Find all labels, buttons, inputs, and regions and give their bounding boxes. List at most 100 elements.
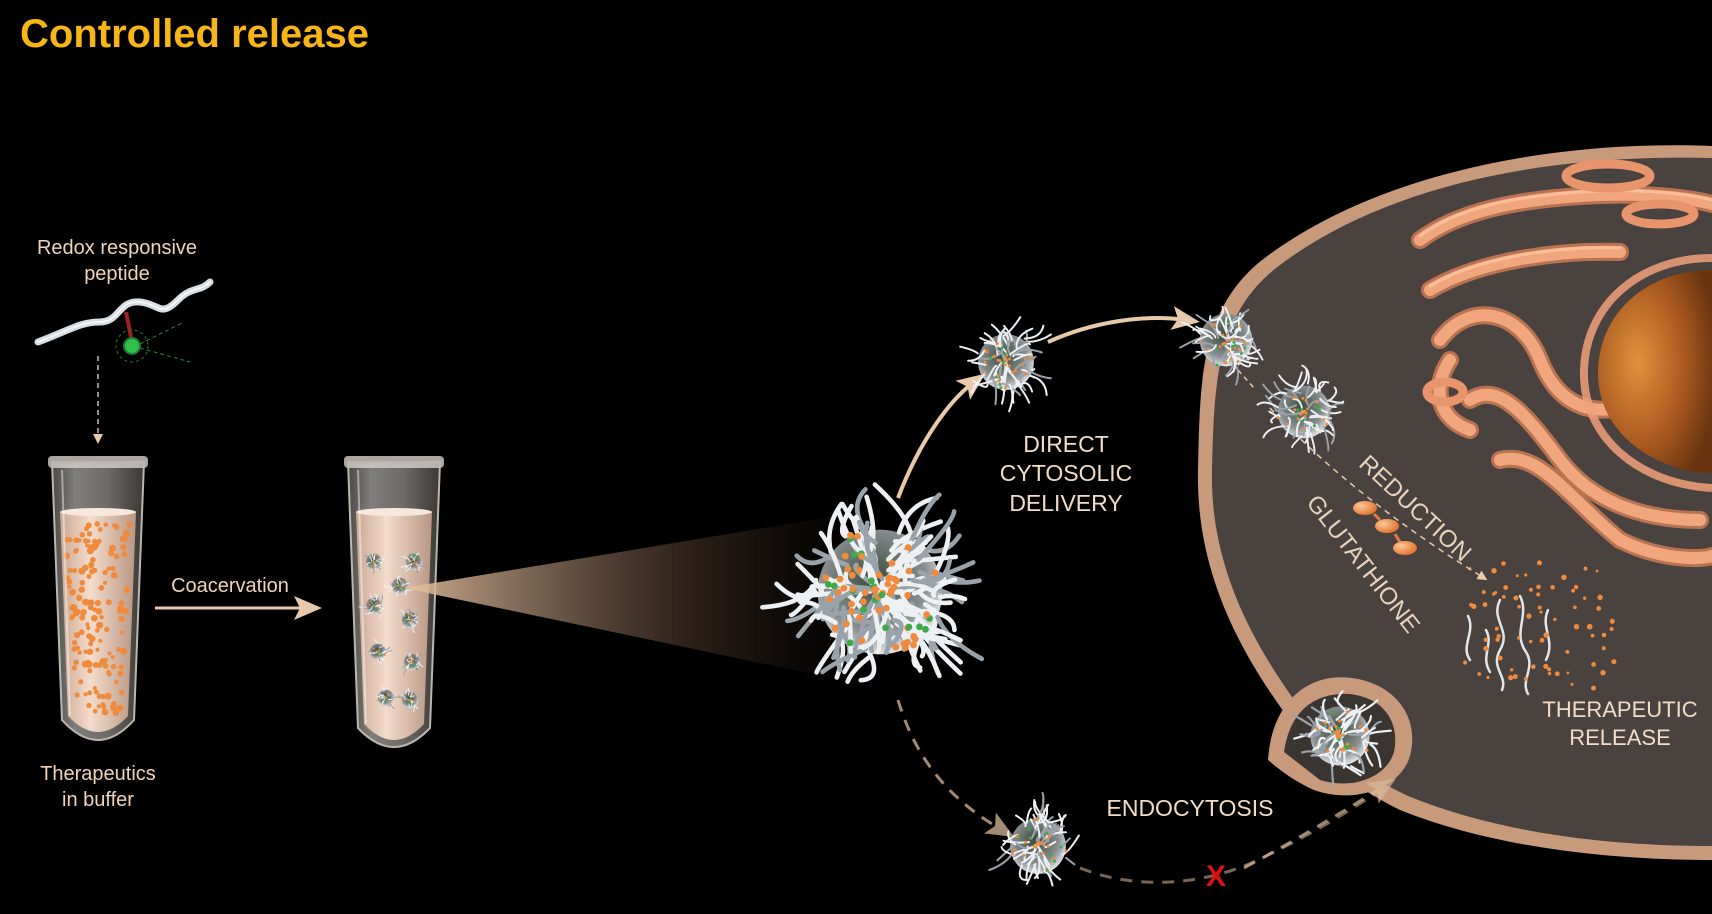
coacervate-droplet-endocytosis [988,791,1080,887]
droplet [96,662,103,668]
droplet [1609,618,1615,624]
therapeutic-droplets [63,521,133,717]
droplet [74,692,80,698]
droplet [71,665,77,671]
coacervate-droplet-small [398,687,422,713]
droplet [1483,645,1489,652]
droplet [87,599,95,606]
droplet [110,565,116,571]
droplet [1529,639,1533,644]
droplet [73,548,79,554]
endocytosis-arrow-3 [1243,778,1396,870]
droplet [1550,584,1555,590]
droplet [100,693,106,700]
droplet [1591,662,1596,667]
droplet [118,664,125,670]
droplet [78,679,84,685]
droplet [104,710,109,715]
droplet [123,536,128,542]
droplet [110,663,117,670]
droplet [1536,592,1541,597]
droplet [117,609,122,614]
droplet [78,629,85,636]
droplet [102,569,108,576]
coacervate-droplet-small [400,552,428,574]
droplet [1553,617,1557,622]
droplet [1482,602,1488,607]
direct-delivery-label-line2: CYTOSOLIC [999,460,1133,487]
nucleus [1597,270,1712,474]
droplet [114,679,119,684]
droplet [1554,671,1560,677]
coacervate-droplet-endosome [1291,690,1392,788]
droplet [119,630,124,635]
droplet [83,692,88,697]
droplet [116,647,122,652]
droplet [86,574,92,579]
droplet [95,608,103,615]
droplet [1583,566,1588,571]
droplet [1573,624,1580,630]
droplet [1515,574,1519,578]
coacervate-droplet-small [358,593,385,619]
redox-peptide-label-line1: Redox responsive [36,237,198,259]
droplet [95,647,100,652]
droplet [1513,595,1519,601]
droplet [1543,632,1549,638]
therapeutic-release-label-line2: RELEASE [1569,725,1671,751]
droplet [1496,634,1501,639]
droplet [110,655,115,660]
droplet [94,521,100,527]
droplet [122,529,130,538]
droplet [69,614,76,620]
droplet [1601,646,1606,651]
droplet [64,575,71,581]
droplet [86,633,93,640]
droplet [1573,605,1577,610]
droplet [1595,569,1599,573]
coacervate-droplet-small [364,553,385,574]
droplet [1539,610,1543,614]
droplet [84,543,90,548]
droplet [98,638,103,643]
droplet [95,628,100,633]
page-title: Controlled release [20,12,370,56]
coacervate-droplet-small [400,608,419,633]
reduction-arrow [1269,407,1488,581]
droplet [113,524,120,530]
coacervate-droplet-membrane [1179,305,1264,386]
droplet [96,704,101,709]
droplet [1494,626,1499,631]
droplet [120,648,128,655]
droplet [1501,595,1506,599]
therapeutics-label: Therapeutics in buffer [16,762,180,813]
droplet [1494,591,1498,595]
droplet [104,692,112,700]
droplet [67,584,72,589]
droplet [119,689,125,696]
droplet [91,615,98,622]
droplet [1582,596,1587,600]
droplet [1609,626,1614,632]
droplet [1611,659,1617,665]
coacervate-droplet-approach [959,316,1052,413]
droplet [1517,604,1521,609]
droplet [73,632,81,639]
droplet [1600,670,1606,676]
coacervate-droplet-cytosol [1256,364,1345,455]
droplet [102,580,108,586]
droplet [75,609,81,615]
droplet [94,599,101,607]
droplet [76,594,83,602]
endocytosis-arrow-1 [896,699,1015,837]
droplet [72,568,78,574]
droplet [94,689,99,695]
droplet [1495,637,1500,642]
droplet [109,544,116,552]
droplet [96,621,104,629]
droplet [106,566,111,571]
droplet [1528,587,1533,592]
droplet [1531,664,1536,669]
droplet [78,567,86,575]
